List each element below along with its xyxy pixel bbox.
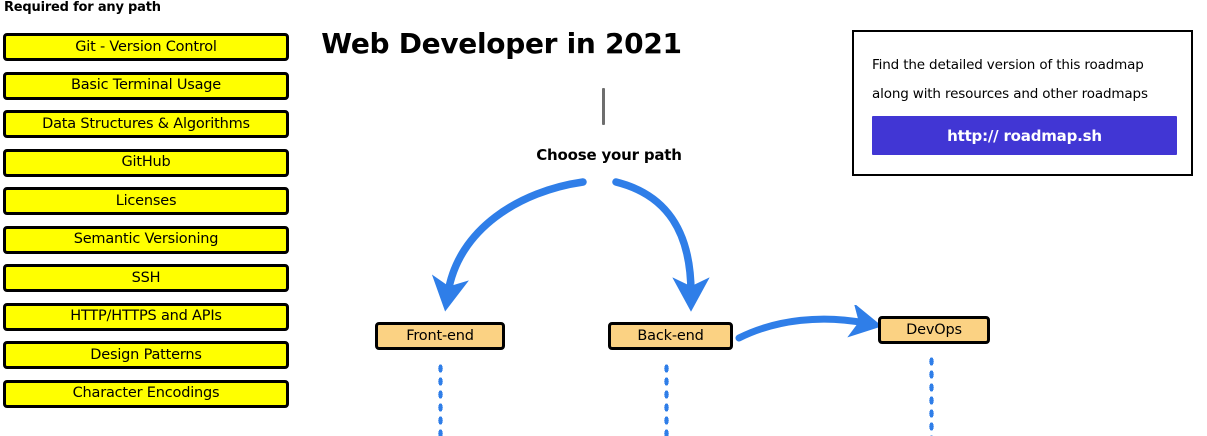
required-topic-git-version-control[interactable]: Git - Version Control <box>3 33 290 62</box>
required-for-any-path-column: Required for any path Git - Version Cont… <box>0 0 300 436</box>
required-topic-character-encodings[interactable]: Character Encodings <box>3 379 290 409</box>
required-topic-data-structures-algorithms[interactable]: Data Structures & Algorithms <box>3 110 290 139</box>
dotted-trail-back-end <box>663 362 670 436</box>
arrow-back-end-to-devops <box>735 305 883 342</box>
arrow-back-end-to-devops-group <box>735 305 883 342</box>
required-topic-basic-terminal-usage[interactable]: Basic Terminal Usage <box>3 71 290 101</box>
info-card-line-1: Find the detailed version of this roadma… <box>872 57 1144 73</box>
required-topic-label: Git - Version Control <box>75 38 217 55</box>
required-topic-label: HTTP/HTTPS and APIs <box>70 308 222 325</box>
roadmap-sh-link-button[interactable]: http:// roadmap.sh <box>872 116 1177 155</box>
required-topic-label: Semantic Versioning <box>73 231 219 248</box>
choose-your-path-label: Choose your path <box>536 146 682 164</box>
arrow-to-front-end <box>431 178 587 312</box>
required-topic-design-patterns[interactable]: Design Patterns <box>3 341 290 370</box>
required-section-heading: Required for any path <box>4 0 161 15</box>
path-node-back-end[interactable]: Back-end <box>608 322 734 351</box>
required-topic-label: Basic Terminal Usage <box>70 77 222 94</box>
required-topic-label: Data Structures & Algorithms <box>42 115 250 132</box>
path-node-label: Back-end <box>637 327 704 344</box>
required-topic-label: Design Patterns <box>90 346 202 363</box>
page-title-text: Web Developer in 2021 <box>321 27 682 60</box>
path-node-label: DevOps <box>906 321 962 338</box>
required-topic-list: Git - Version Control Basic Terminal Usa… <box>3 33 290 418</box>
required-topic-http-https-and-apis[interactable]: HTTP/HTTPS and APIs <box>3 302 290 332</box>
required-topic-github[interactable]: GitHub <box>3 148 290 178</box>
required-topic-semantic-versioning[interactable]: Semantic Versioning <box>3 225 290 255</box>
dotted-trail-devops <box>928 355 935 436</box>
title-connector-stem <box>602 88 605 125</box>
required-topic-ssh[interactable]: SSH <box>3 264 290 293</box>
required-topic-label: Licenses <box>115 192 177 209</box>
required-topic-label: SSH <box>131 269 161 286</box>
branch-arrows-group <box>431 178 710 312</box>
dotted-trail-front-end <box>437 362 444 436</box>
required-topic-label: Character Encodings <box>72 385 220 402</box>
arrow-to-back-end <box>612 178 710 312</box>
path-node-label: Front-end <box>406 327 474 344</box>
required-topic-licenses[interactable]: Licenses <box>3 187 290 216</box>
roadmap-info-card: Find the detailed version of this roadma… <box>852 30 1193 176</box>
path-node-devops[interactable]: DevOps <box>878 316 991 345</box>
path-node-front-end[interactable]: Front-end <box>375 322 506 351</box>
info-card-line-2: along with resources and other roadmaps <box>872 86 1148 102</box>
required-topic-label: GitHub <box>121 154 171 171</box>
